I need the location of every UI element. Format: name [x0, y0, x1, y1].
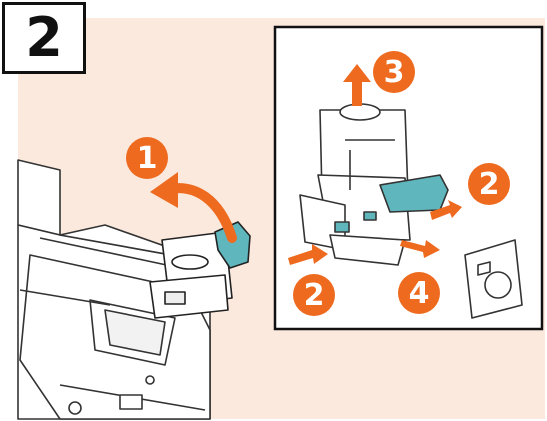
callout-2-left: 2: [293, 274, 335, 316]
cartridge-cover: [465, 240, 522, 318]
callout-2-left-label: 2: [304, 278, 325, 313]
callout-3-label: 3: [384, 55, 405, 90]
step-number-box: 2: [2, 2, 86, 74]
callout-2-right: 2: [468, 163, 510, 205]
callout-1: 1: [126, 137, 168, 179]
callout-1-label: 1: [137, 141, 158, 176]
step-number: 2: [25, 11, 63, 65]
callout-3: 3: [373, 51, 415, 93]
callout-4: 4: [398, 272, 440, 314]
callout-4-label: 4: [409, 276, 430, 311]
callout-2-right-label: 2: [479, 167, 500, 202]
